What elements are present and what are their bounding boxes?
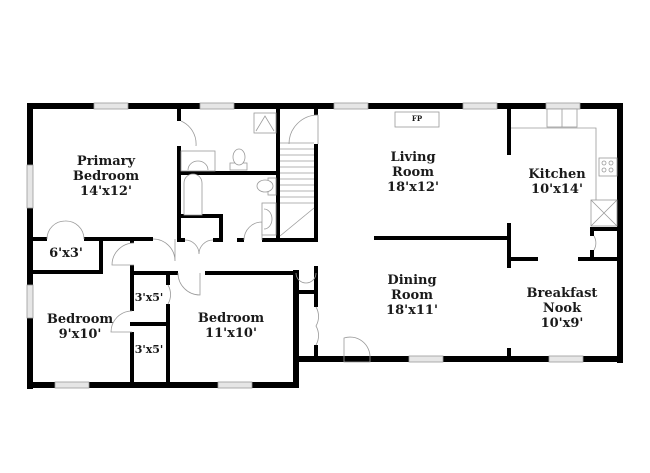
room-dimensions: 9'x10' <box>58 327 102 342</box>
room-name: Room <box>391 288 433 303</box>
room-name: Kitchen <box>528 167 586 182</box>
room-name: Living <box>390 150 436 165</box>
room-name: Bedroom <box>72 169 140 184</box>
staircase <box>279 142 315 237</box>
room-name: Bedroom <box>46 312 114 327</box>
room-label-primary-bedroom: Primary Bedroom 14'x12' <box>73 154 139 199</box>
room-dimensions: 18'x11' <box>386 303 438 318</box>
room-name: Breakfast <box>526 286 598 301</box>
room-dimensions: 10'x14' <box>531 182 583 197</box>
fixtures <box>180 108 618 237</box>
room-label-kitchen: Kitchen 10'x14' <box>528 167 585 197</box>
room-name: Room <box>392 165 434 180</box>
room-dimensions: 10'x9' <box>540 316 584 331</box>
room-label-bedroom-9x10: Bedroom 9'x10' <box>47 312 113 342</box>
room-name: Dining <box>387 273 437 288</box>
outer-walls <box>27 103 623 389</box>
room-dimensions: 18'x12' <box>387 180 439 195</box>
fireplace-label: FP <box>411 114 423 123</box>
room-dimensions: 3'x5' <box>134 291 164 304</box>
room-label-closet-3x5-upper: 3'x5' <box>135 291 164 304</box>
room-dimensions: 14'x12' <box>80 184 132 199</box>
room-label-dining-room: Dining Room 18'x11' <box>386 273 438 318</box>
room-name: Primary <box>76 154 136 169</box>
room-label-bedroom-11x10: Bedroom 11'x10' <box>198 311 264 341</box>
room-label-living-room: Living Room 18'x12' <box>387 150 439 195</box>
windows <box>26 102 584 389</box>
room-name: Bedroom <box>197 311 265 326</box>
room-dimensions: 11'x10' <box>205 326 257 341</box>
room-dimensions: 6'x3' <box>49 246 83 261</box>
room-dimensions: 3'x5' <box>134 343 164 356</box>
room-name: Nook <box>542 301 582 316</box>
doors <box>46 114 597 363</box>
interior-walls <box>33 109 618 388</box>
room-label-breakfast-nook: Breakfast Nook 10'x9' <box>527 286 598 331</box>
room-label-closet-3x5-lower: 3'x5' <box>135 343 164 356</box>
room-label-closet-6x3: 6'x3' <box>49 246 83 261</box>
